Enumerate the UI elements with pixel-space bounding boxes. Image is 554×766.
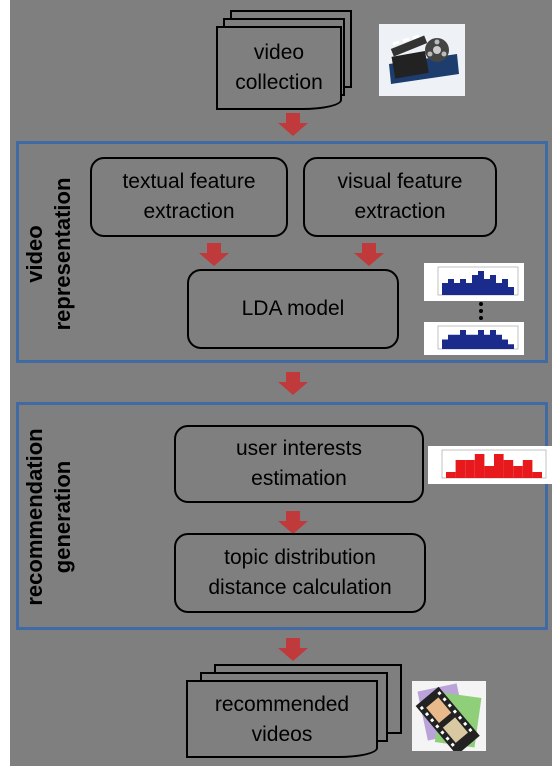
topic-distribution-distance-box: topic distribution distance calculation bbox=[174, 533, 426, 613]
histogram-bar bbox=[472, 275, 478, 295]
film-strip-icon bbox=[412, 681, 486, 751]
histogram-bar bbox=[532, 472, 542, 478]
topic-distance-line1: topic distribution bbox=[224, 546, 376, 569]
histogram-bar bbox=[484, 279, 490, 295]
histogram-bar bbox=[448, 279, 454, 295]
blue-histogram-icon bbox=[424, 263, 524, 301]
histogram-bar bbox=[442, 283, 448, 295]
video-representation-title-2: representation bbox=[50, 177, 75, 331]
histogram-bar bbox=[478, 330, 484, 349]
histogram-bar bbox=[503, 460, 514, 478]
recommended-videos-line1: recommended bbox=[214, 693, 350, 716]
histogram-bar bbox=[460, 330, 466, 349]
histogram-bar bbox=[484, 466, 494, 478]
histogram-bar bbox=[472, 334, 478, 349]
histogram-bar bbox=[455, 460, 466, 478]
histogram-bar bbox=[454, 334, 460, 349]
lda-model-box: LDA model bbox=[187, 269, 399, 349]
user-interests-estimation-box: user interests estimation bbox=[174, 425, 424, 503]
film-clapper-reel-icon bbox=[379, 24, 465, 96]
blue-histogram-icon bbox=[424, 322, 524, 355]
recommended-videos-stack: recommended videos bbox=[186, 664, 406, 760]
textual-feature-extraction-box: textual feature extraction bbox=[90, 157, 288, 237]
histogram-bar bbox=[490, 330, 496, 349]
video-collection-line1: video bbox=[253, 41, 305, 64]
video-collection-line2: collection bbox=[235, 71, 323, 94]
visual-feature-line2: extraction bbox=[354, 200, 446, 223]
histogram-bar bbox=[466, 334, 472, 349]
histogram-bar bbox=[502, 339, 508, 349]
histogram-bar bbox=[494, 454, 504, 478]
doc-sheet-front: recommended videos bbox=[186, 680, 378, 758]
histogram-bar bbox=[502, 279, 508, 295]
red-histogram-icon bbox=[428, 446, 552, 484]
histogram-bar bbox=[466, 283, 472, 295]
histogram-bar bbox=[513, 466, 523, 478]
histogram-bar bbox=[490, 275, 496, 295]
doc-sheet-front: video collection bbox=[216, 26, 342, 110]
topic-distance-line2: distance calculation bbox=[208, 576, 392, 599]
textual-feature-line1: textual feature bbox=[122, 170, 256, 193]
video-representation-panel: video representation bbox=[16, 141, 548, 363]
user-interests-line1: user interests bbox=[235, 437, 363, 460]
textual-feature-line2: extraction bbox=[143, 200, 235, 223]
histogram-bar bbox=[460, 279, 466, 295]
visual-feature-line1: visual feature bbox=[337, 170, 463, 193]
histogram-bar bbox=[446, 472, 456, 478]
lda-model-label: LDA model bbox=[241, 297, 345, 320]
visual-feature-extraction-box: visual feature extraction bbox=[303, 157, 497, 237]
video-collection-stack: video collection bbox=[216, 10, 356, 110]
histogram-bar bbox=[522, 460, 533, 478]
histogram-bar bbox=[448, 334, 454, 349]
histogram-bar bbox=[496, 334, 502, 349]
video-representation-label: video representation bbox=[21, 164, 77, 344]
recommendation-generation-label: recommendation generation bbox=[21, 412, 77, 622]
histogram-bar bbox=[484, 334, 490, 349]
histogram-bar bbox=[508, 344, 514, 349]
recommendation-generation-title-1: recommendation bbox=[22, 428, 47, 606]
histogram-bar bbox=[508, 287, 514, 295]
ellipsis-dots bbox=[478, 302, 484, 322]
histogram-bar bbox=[465, 460, 475, 478]
histogram-bar bbox=[442, 339, 448, 349]
diagram-canvas: video collection video representation te… bbox=[10, 0, 552, 766]
histogram-bar bbox=[496, 283, 502, 295]
recommended-videos-line2: videos bbox=[251, 723, 313, 746]
video-representation-title-1: video bbox=[22, 225, 47, 283]
recommendation-generation-panel: recommendation generation bbox=[16, 402, 548, 630]
recommendation-generation-title-2: generation bbox=[50, 460, 75, 574]
histogram-bar bbox=[478, 271, 484, 295]
histogram-bar bbox=[454, 283, 460, 295]
user-interests-line2: estimation bbox=[251, 467, 347, 490]
histogram-bar bbox=[474, 454, 485, 478]
